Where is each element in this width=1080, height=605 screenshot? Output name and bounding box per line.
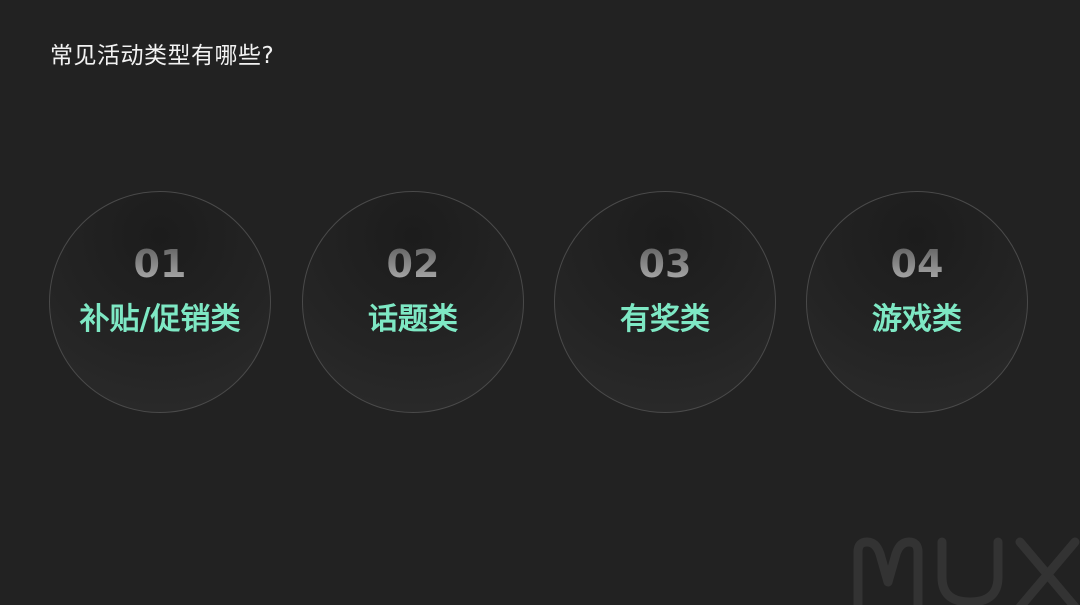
mux-watermark-logo — [853, 537, 1080, 605]
card-label: 游戏类 — [872, 302, 962, 337]
page-title: 常见活动类型有哪些? — [50, 43, 275, 69]
activity-type-card-1: 01 补贴/促销类 — [49, 191, 271, 413]
activity-type-card-2: 02 话题类 — [302, 191, 524, 413]
card-number: 03 — [555, 242, 775, 286]
activity-type-card-3: 03 有奖类 — [554, 191, 776, 413]
card-label: 话题类 — [368, 302, 458, 337]
card-number: 04 — [807, 242, 1027, 286]
activity-type-card-4: 04 游戏类 — [806, 191, 1028, 413]
card-number: 01 — [50, 242, 270, 286]
card-label: 有奖类 — [620, 302, 710, 337]
card-label: 补贴/促销类 — [79, 302, 241, 337]
card-number: 02 — [303, 242, 523, 286]
